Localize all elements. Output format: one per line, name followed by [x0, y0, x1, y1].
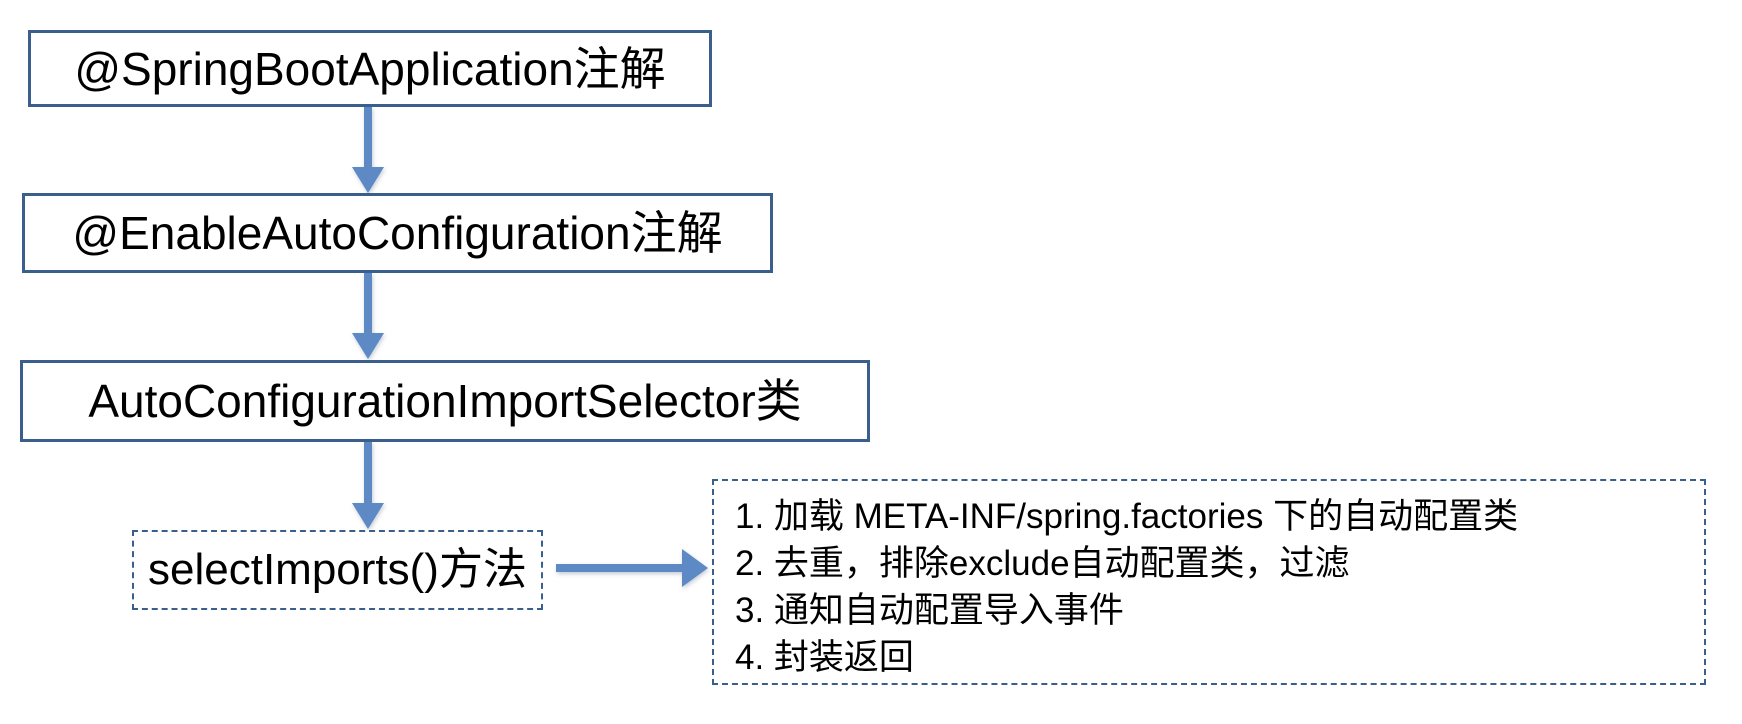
node-autoconfigurationimportselector: AutoConfigurationImportSelector类: [20, 360, 870, 442]
node-selectimports-label: selectImports()方法: [148, 545, 527, 594]
step-item-3: 3. 通知自动配置导入事件: [735, 591, 1124, 630]
step-item-4: 4. 封装返回: [735, 638, 914, 677]
node-enableautoconfiguration-label: @EnableAutoConfiguration注解: [72, 207, 723, 259]
arrow-head: [352, 503, 384, 529]
arrow-head: [352, 333, 384, 359]
arrow-head: [682, 549, 708, 587]
node-springbootapplication-label: @SpringBootApplication注解: [74, 42, 666, 95]
node-autoconfigurationimportselector-label: AutoConfigurationImportSelector类: [88, 375, 802, 427]
arrow-down-icon: [352, 273, 384, 359]
step-item-2: 2. 去重，排除exclude自动配置类，过滤: [735, 544, 1350, 583]
node-selectimports: selectImports()方法: [132, 530, 543, 610]
arrow-right-icon: [556, 549, 708, 587]
arrow-down-icon: [352, 442, 384, 529]
steps-list: 1. 加载 META-INF/spring.factories 下的自动配置类 …: [712, 479, 1706, 685]
arrow-down-icon: [352, 107, 384, 193]
node-springbootapplication: @SpringBootApplication注解: [28, 30, 712, 107]
arrow-shaft: [364, 107, 372, 167]
arrow-shaft: [364, 273, 372, 333]
arrow-shaft: [364, 442, 372, 503]
arrow-head: [352, 167, 384, 193]
node-enableautoconfiguration: @EnableAutoConfiguration注解: [22, 193, 773, 273]
step-item-1: 1. 加载 META-INF/spring.factories 下的自动配置类: [735, 497, 1519, 536]
arrow-shaft: [556, 564, 682, 572]
